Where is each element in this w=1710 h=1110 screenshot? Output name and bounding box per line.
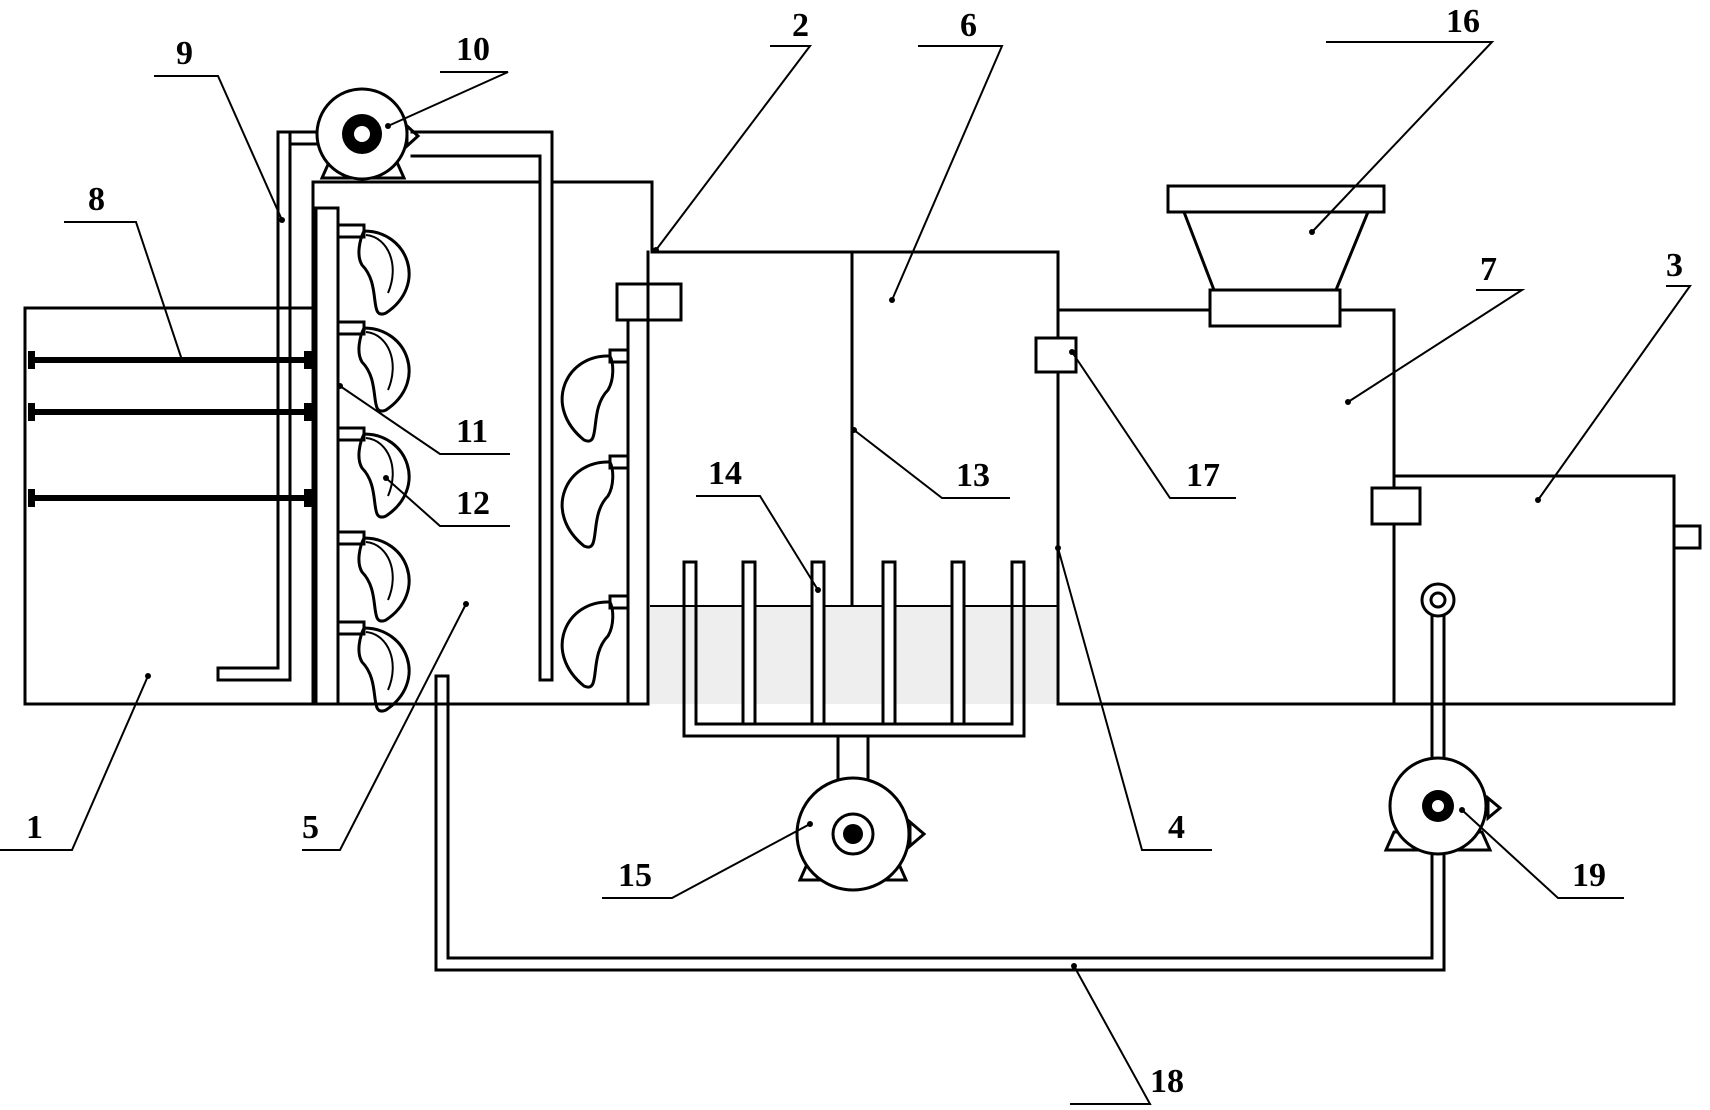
label-19: 19 [1572,857,1606,894]
label-1: 1 [26,809,43,846]
label-12: 12 [456,485,490,522]
tank-6 [646,250,1060,706]
label-18: 18 [1150,1063,1184,1100]
label-10: 10 [456,31,490,68]
label-6: 6 [960,7,977,44]
tank-3 [1370,474,1702,706]
leader-lines [0,41,1692,1105]
label-16: 16 [1446,3,1480,40]
label-11: 11 [456,413,488,450]
label-8: 8 [88,181,105,218]
hopper-16 [1166,184,1386,328]
label-17: 17 [1186,457,1220,494]
number-labels: 1 2 3 4 5 6 7 8 9 10 11 12 13 14 15 16 1… [26,3,1683,1100]
label-4: 4 [1168,809,1185,846]
label-13: 13 [956,457,990,494]
air-duct [410,130,554,682]
label-9: 9 [176,35,193,72]
rake-14 [682,560,1026,818]
pipe-9 [216,130,322,682]
tank-7 [1034,308,1396,706]
nozzles-12 [336,223,411,713]
label-2: 2 [792,7,809,44]
label-15: 15 [618,857,652,894]
chamber-5 [311,180,654,706]
label-5: 5 [302,809,319,846]
label-14: 14 [708,455,742,492]
motor-15 [795,776,927,892]
column-2 [560,282,683,706]
rods-8 [28,351,315,507]
pipe-18 [434,582,1456,972]
pump-19 [1383,756,1503,856]
fan-10 [315,87,421,181]
label-7: 7 [1480,251,1497,288]
tank-1 [23,306,322,706]
label-3: 3 [1666,247,1683,284]
